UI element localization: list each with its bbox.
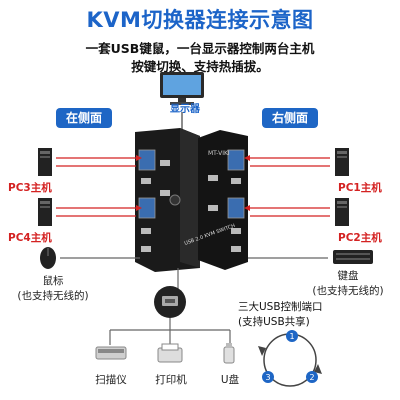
subtitle-line-2: 按键切换、支持热插拔。 — [131, 59, 269, 74]
port-badge-2: 2 — [309, 373, 314, 382]
mouse-icon — [40, 247, 56, 269]
pc-tower-icon-pc2 — [335, 198, 349, 226]
port-badge-1: 1 — [289, 332, 294, 341]
usb-distribution-lines — [109, 318, 231, 345]
printer-label: 打印机 — [155, 374, 187, 386]
scanner-label: 扫描仪 — [95, 374, 127, 386]
kvm-device-right-view: MT-VIKI — [198, 130, 248, 270]
mouse-label-line-2: (也支持无线的) — [17, 290, 89, 302]
arrow-heads — [136, 155, 250, 211]
port-badge-3: 3 — [265, 373, 270, 382]
pc-connection-lines — [56, 157, 330, 217]
keyboard-label-line-1: 键盘 — [337, 270, 359, 282]
usb-ports-line-1: 三大USB控制端口 — [238, 301, 323, 313]
svg-text:MT-VIKI: MT-VIKI — [208, 150, 230, 157]
diagram-title: KVM切换器连接示意图 — [86, 8, 314, 32]
pc-tower-icon-pc4 — [38, 198, 52, 226]
usb-plug-icon — [154, 286, 186, 318]
pc1-label: PC1主机 — [338, 182, 382, 194]
right-side-tag: 右侧面 — [262, 108, 319, 128]
usb-ports-line-2: (支持USB共享) — [238, 316, 310, 328]
monitor-icon — [160, 72, 204, 105]
scanner-icon — [95, 346, 127, 360]
keyboard-label: 键盘 (也支持无线的) — [300, 268, 396, 298]
keyboard-icon — [333, 250, 373, 264]
pc4-label: PC4主机 — [8, 232, 52, 244]
udisk-label: U盘 — [220, 374, 240, 386]
subtitle-line-1: 一套USB键鼠，一台显示器控制两台主机 — [85, 41, 315, 56]
pc-tower-icon-pc3 — [38, 148, 52, 176]
mouse-label: 鼠标 (也支持无线的) — [8, 273, 98, 303]
pc-tower-icon-pc1 — [335, 148, 349, 176]
kvm-device-left-view — [135, 128, 200, 272]
usb-port-cycle — [258, 330, 322, 387]
keyboard-label-line-2: (也支持无线的) — [312, 285, 384, 297]
monitor-label: 显示器 — [170, 104, 200, 115]
printer-icon — [157, 343, 183, 363]
pc2-label: PC2主机 — [338, 232, 382, 244]
left-side-tag: 在侧面 — [56, 108, 113, 128]
usb-drive-icon — [223, 343, 235, 364]
mouse-label-line-1: 鼠标 — [42, 275, 64, 287]
pc3-label: PC3主机 — [8, 182, 52, 194]
usb-ports-label: 三大USB控制端口 (支持USB共享) — [238, 300, 323, 330]
